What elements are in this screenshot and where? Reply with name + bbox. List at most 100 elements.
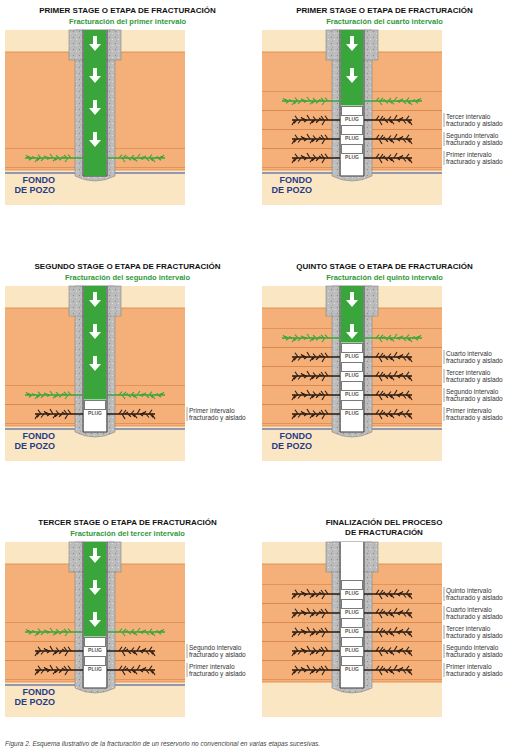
- plug-label: PLUG: [345, 589, 359, 597]
- interval-label: Tercer intervalo fracturado y aislado: [446, 369, 504, 384]
- casing-wall: [339, 542, 340, 688]
- plug-box: PLUG: [84, 400, 106, 410]
- plug-box: PLUG: [84, 637, 106, 647]
- flow-arrow: [89, 356, 101, 371]
- well-panel: [5, 286, 185, 461]
- isolated-fracture: [292, 409, 328, 419]
- plug-box: PLUG: [341, 400, 363, 410]
- isolated-fracture: [376, 608, 412, 618]
- plug-label: PLUG: [345, 409, 359, 417]
- isolated-fracture: [376, 115, 412, 125]
- isolated-fracture: [292, 589, 328, 599]
- reservoir-layer: [262, 308, 442, 426]
- interval-label: Tercer intervalo fracturado y aislado: [446, 625, 504, 640]
- isolated-fracture: [292, 665, 328, 675]
- casing-wall: [340, 431, 364, 432]
- well-bottom-label: FONDO DE POZO: [11, 688, 55, 707]
- casing-wall: [82, 286, 83, 432]
- well-bottom-label: FONDO DE POZO: [268, 176, 312, 195]
- well-bore: [84, 542, 106, 688]
- interval-label: Cuarto intervalo fracturado y aislado: [446, 350, 504, 365]
- active-fracture: [119, 154, 164, 162]
- plug-box: PLUG: [341, 656, 363, 666]
- isolated-fracture: [292, 352, 328, 362]
- ground-layer: [5, 30, 185, 205]
- well-panel: [262, 286, 442, 461]
- casing-wall: [83, 687, 107, 688]
- isolated-fracture: [376, 352, 412, 362]
- isolated-fracture: [35, 646, 71, 656]
- interval-label: Primer intervalo fracturado y aislado: [446, 151, 504, 166]
- plug-label: PLUG: [88, 665, 102, 673]
- stage-title: SEGUNDO STAGE O ETAPA DE FRACTURACIÓN: [5, 262, 250, 272]
- plug-box: PLUG: [341, 144, 363, 154]
- interval-label: Cuarto intervalo fracturado y aislado: [446, 606, 504, 621]
- frac-fluid: [84, 542, 106, 637]
- plug-label: PLUG: [88, 646, 102, 654]
- flow-arrow: [89, 548, 101, 563]
- flow-arrow: [89, 36, 101, 51]
- plug-box: PLUG: [341, 599, 363, 609]
- active-fracture: [119, 391, 164, 399]
- isolated-fracture: [292, 134, 328, 144]
- isolated-fracture: [376, 134, 412, 144]
- stage-title: FINALIZACIÓN DEL PROCESO DE FRACTURACIÓN: [320, 518, 448, 538]
- interval-label: Segundo intervalo fracturado y aislado: [189, 644, 247, 659]
- interval-label: Primer intervalo fracturado y aislado: [446, 663, 504, 678]
- reservoir-layer: [262, 564, 442, 682]
- interval-bracket: [444, 663, 445, 677]
- interval-bracket: [444, 587, 445, 601]
- active-fracture: [376, 334, 421, 342]
- stage-title: TERCER STAGE O ETAPA DE FRACTURACIÓN: [5, 518, 250, 528]
- interval-bracket: [187, 407, 188, 421]
- flow-arrow: [89, 324, 101, 339]
- stage-subtitle: Fracturación del tercer intervalo: [5, 529, 250, 538]
- casing-wall: [106, 30, 107, 176]
- casing-wall: [363, 542, 364, 688]
- well-bottom-label: FONDO DE POZO: [11, 432, 55, 451]
- active-fracture: [283, 334, 328, 342]
- well-bore: [84, 286, 106, 432]
- well-bore: [341, 542, 363, 688]
- casing-wall: [339, 30, 340, 176]
- ground-layer: [5, 286, 185, 461]
- flow-arrow: [346, 68, 358, 83]
- casing-wall: [83, 431, 107, 432]
- interval-label: Segundo intervalo fracturado y aislado: [446, 644, 504, 659]
- interval-label: Tercer intervalo fracturado y aislado: [446, 113, 504, 128]
- flow-arrow: [346, 324, 358, 339]
- interval-bracket: [187, 644, 188, 658]
- plug-box: PLUG: [84, 656, 106, 666]
- isolated-fracture: [119, 409, 155, 419]
- isolated-fracture: [292, 115, 328, 125]
- isolated-fracture: [292, 627, 328, 637]
- interval-bracket: [444, 350, 445, 364]
- well-panel: [262, 30, 442, 205]
- plug-label: PLUG: [345, 352, 359, 360]
- plug-label: PLUG: [345, 665, 359, 673]
- interval-bracket: [444, 388, 445, 402]
- isolated-fracture: [35, 665, 71, 675]
- stage-subtitle: Fracturación del segundo intervalo: [5, 273, 250, 282]
- interval-bracket: [444, 113, 445, 127]
- casing-wall: [340, 687, 364, 688]
- isolated-fracture: [292, 371, 328, 381]
- active-fracture: [26, 628, 71, 636]
- active-fracture: [26, 391, 71, 399]
- flow-arrow: [89, 292, 101, 307]
- plug-box: PLUG: [341, 381, 363, 391]
- well-panel: [262, 542, 442, 717]
- stage-title: PRIMER STAGE O ETAPA DE FRACTURACIÓN: [262, 6, 507, 16]
- isolated-fracture: [376, 627, 412, 637]
- casing-wall: [106, 286, 107, 432]
- ground-layer: [262, 286, 442, 461]
- frac-fluid: [341, 286, 363, 343]
- flow-arrow: [89, 612, 101, 627]
- plug-label: PLUG: [345, 390, 359, 398]
- stage-subtitle: Fracturación del quinto intervalo: [262, 273, 507, 282]
- interval-label: Segundo intervalo fracturado y aislado: [446, 388, 504, 403]
- stage-title: PRIMER STAGE O ETAPA DE FRACTURACIÓN: [5, 6, 250, 16]
- well-bore: [341, 30, 363, 176]
- frac-fluid: [341, 30, 363, 106]
- casing-wall: [106, 542, 107, 688]
